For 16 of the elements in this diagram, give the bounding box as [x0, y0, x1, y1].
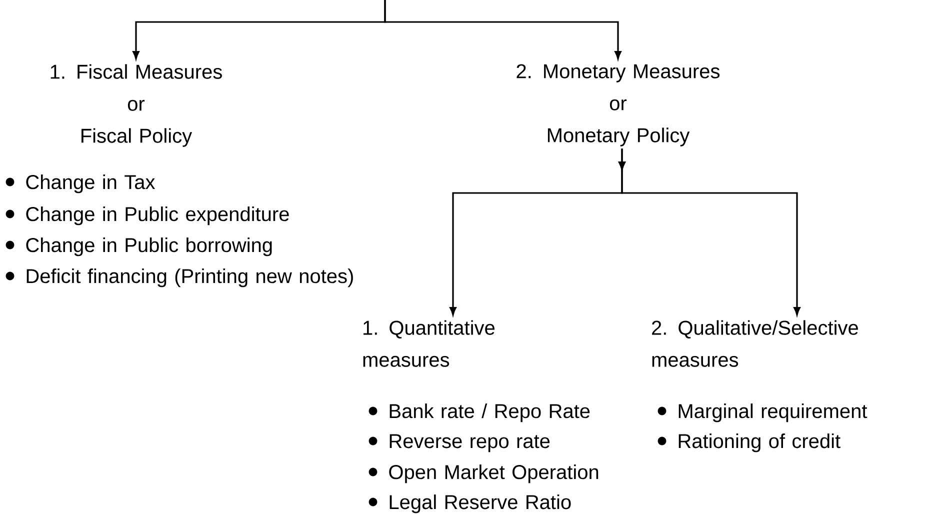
list-item: Reverse repo rate [390, 434, 550, 452]
arrow [618, 148, 800, 316]
list-item: Rationing of credit [678, 434, 840, 452]
list-item: Change in Public borrowing [26, 238, 272, 256]
heading-text: 2. Monetary Measures or Monetary Policy [516, 64, 720, 146]
list-item: Legal Reserve Ratio [390, 494, 571, 514]
list-item: Marginal requirement [678, 404, 868, 422]
list-item: Change in Public expenditure [26, 206, 289, 226]
list-item: Deficit financing (Printing new notes) [26, 268, 353, 288]
list-item: Change in Tax [26, 174, 156, 194]
heading-text: 1. Fiscal Measures or Fiscal Policy [50, 64, 222, 147]
arrow [384, 0, 622, 60]
heading-text: 2. Qualitative/Selective measures [652, 320, 858, 367]
heading-text: 1. Quantitative measures [363, 320, 494, 367]
list-item: Open Market Operation [389, 464, 598, 484]
list-item: Bank rate / Repo Rate [390, 404, 590, 422]
